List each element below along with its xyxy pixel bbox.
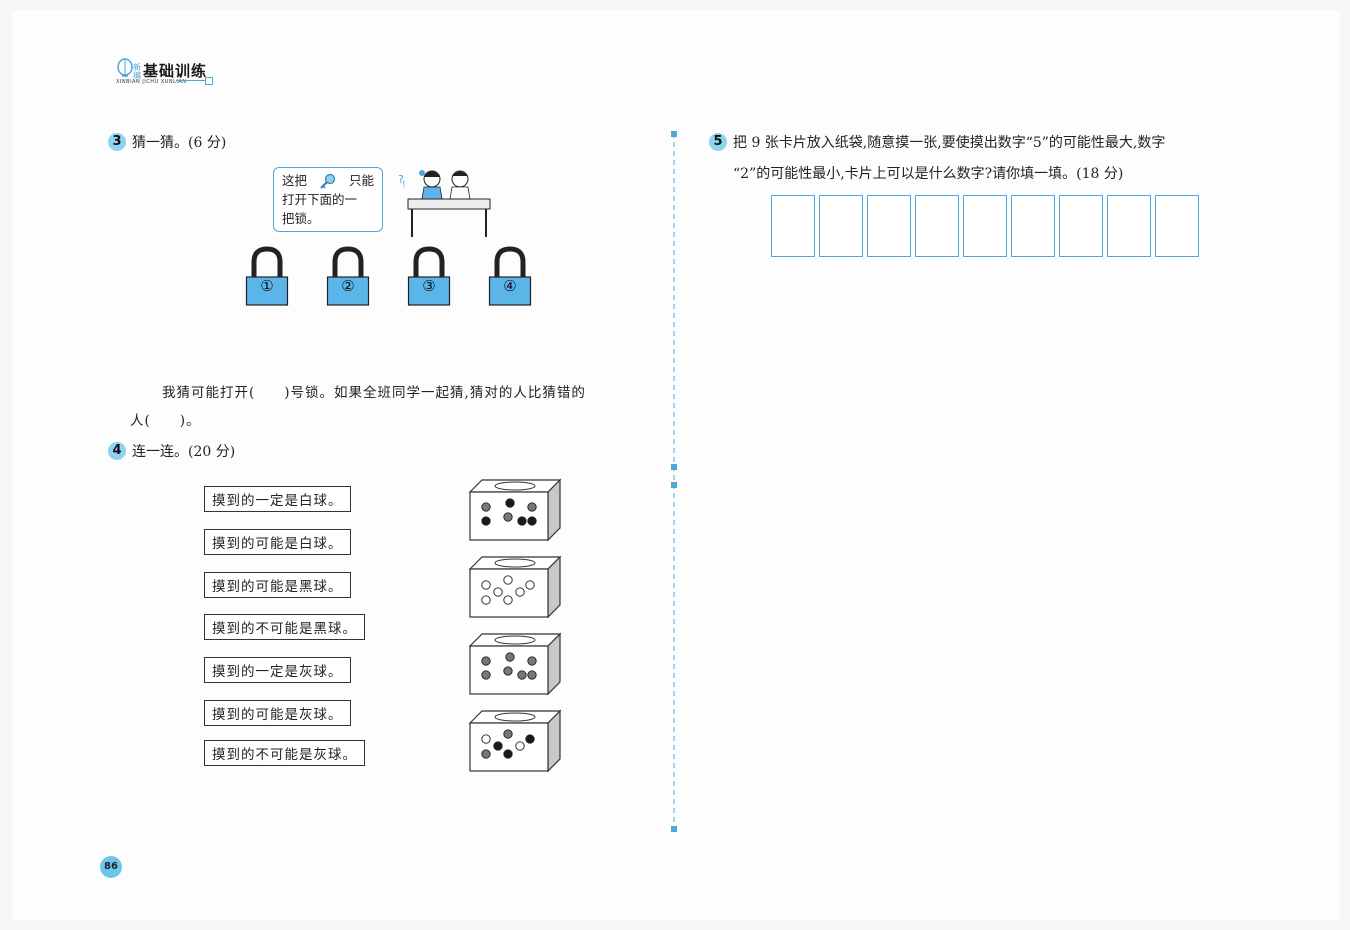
speech-bubble: 这把 只能 打开下面的一 把锁。 xyxy=(273,167,383,232)
bubble-text-4: 把锁。 xyxy=(282,211,320,226)
blank-card-5[interactable] xyxy=(963,195,1007,257)
ball-white xyxy=(503,575,513,585)
bubble-text-1: 这把 xyxy=(282,173,308,188)
ball-gray xyxy=(503,729,513,739)
ball-gray xyxy=(481,656,491,666)
ball-gray xyxy=(503,666,513,676)
lock-number: ② xyxy=(341,277,355,295)
match-label-5[interactable]: 摸到的一定是灰球。 xyxy=(204,657,351,683)
q3-title: 猜一猜。(6 分) xyxy=(132,135,227,151)
padlock-icon xyxy=(488,246,532,306)
box-opening xyxy=(494,481,536,491)
q4-number-badge: 4 xyxy=(108,442,126,460)
ball-white xyxy=(481,580,491,590)
lock-2: ② xyxy=(326,245,370,307)
ball-gray xyxy=(481,670,491,680)
ball-black xyxy=(481,516,491,526)
children-at-desk-illustration: ? ! xyxy=(398,170,491,237)
logo-pinyin: XINBIAN JICHU XUNLIAN xyxy=(116,79,187,85)
q5-number-badge: 5 xyxy=(709,133,727,151)
box-opening xyxy=(494,712,536,722)
blank-card-8[interactable] xyxy=(1107,195,1151,257)
ball-box-2[interactable] xyxy=(466,555,564,619)
ball-white xyxy=(481,734,491,744)
q3-heading: 3 猜一猜。(6 分) xyxy=(108,132,226,152)
lock-number: ① xyxy=(260,277,274,295)
bubble-text-3: 打开下面的一 xyxy=(282,192,358,207)
padlock-icon xyxy=(407,246,451,306)
ball-black xyxy=(493,741,503,751)
blank-card-1[interactable] xyxy=(771,195,815,257)
match-label-7[interactable]: 摸到的不可能是灰球。 xyxy=(204,740,365,766)
match-label-6[interactable]: 摸到的可能是灰球。 xyxy=(204,700,351,726)
page-number: 86 xyxy=(100,856,122,878)
blank-card-7[interactable] xyxy=(1059,195,1103,257)
q3-number-badge: 3 xyxy=(108,133,126,151)
logo-underline xyxy=(176,80,206,81)
padlock-icon xyxy=(245,246,289,306)
match-label-4[interactable]: 摸到的不可能是黑球。 xyxy=(204,614,365,640)
ball-white xyxy=(515,741,525,751)
ball-box-3[interactable] xyxy=(466,632,564,696)
page-divider xyxy=(671,131,677,833)
ball-gray xyxy=(527,656,537,666)
ball-gray xyxy=(481,502,491,512)
match-label-1[interactable]: 摸到的一定是白球。 xyxy=(204,486,351,512)
ball-black xyxy=(525,734,535,744)
lock-3: ③ xyxy=(407,245,451,307)
logo-title: 基础训练 xyxy=(143,62,208,80)
header-logo xyxy=(114,58,144,88)
ball-black xyxy=(527,516,537,526)
balloon-logo-icon xyxy=(117,58,133,77)
ball-white xyxy=(515,587,525,597)
ball-black xyxy=(505,498,515,508)
lock-4: ④ xyxy=(488,245,532,307)
key-icon xyxy=(320,173,336,189)
svg-text:!: ! xyxy=(402,180,406,190)
blank-card-2[interactable] xyxy=(819,195,863,257)
box-opening xyxy=(494,635,536,645)
padlock-icon xyxy=(326,246,370,306)
logo-small-text: 新编 xyxy=(133,63,142,80)
card-row xyxy=(771,195,1199,257)
blank-card-4[interactable] xyxy=(915,195,959,257)
ball-black xyxy=(517,516,527,526)
blank-card-9[interactable] xyxy=(1155,195,1199,257)
ball-gray xyxy=(481,749,491,759)
ball-white xyxy=(525,580,535,590)
match-label-2[interactable]: 摸到的可能是白球。 xyxy=(204,529,351,555)
ball-gray xyxy=(527,502,537,512)
match-label-3[interactable]: 摸到的可能是黑球。 xyxy=(204,572,351,598)
q5-heading: 5 把 9 张卡片放入纸袋,随意摸一张,要使摸出数字“5”的可能性最大,数字 xyxy=(709,132,1165,152)
ball-gray xyxy=(503,512,513,522)
ball-gray xyxy=(517,670,527,680)
ball-white xyxy=(493,587,503,597)
ball-white xyxy=(503,595,513,605)
logo-square xyxy=(205,77,213,85)
ball-box-4[interactable] xyxy=(466,709,564,773)
q5-line-2: “2”的可能性最小,卡片上可以是什么数字?请你填一填。(18 分) xyxy=(733,166,1124,182)
blank-card-3[interactable] xyxy=(867,195,911,257)
q3-answer-line-1: 我猜可能打开( )号锁。如果全班同学一起猜,猜对的人比猜错的 xyxy=(162,385,586,401)
lock-number: ③ xyxy=(422,277,436,295)
q5-line-1: 把 9 张卡片放入纸袋,随意摸一张,要使摸出数字“5”的可能性最大,数字 xyxy=(733,135,1166,151)
lock-number: ④ xyxy=(503,277,517,295)
ball-gray xyxy=(505,652,515,662)
svg-text:?: ? xyxy=(398,173,404,186)
q4-heading: 4 连一连。(20 分) xyxy=(108,441,235,461)
lock-1: ① xyxy=(245,245,289,307)
bubble-text-2: 只能 xyxy=(348,173,374,188)
ball-white xyxy=(481,595,491,605)
q3-answer-line-2: 人( )。 xyxy=(130,413,201,429)
box-front xyxy=(469,645,549,695)
ball-box-1[interactable] xyxy=(466,478,564,542)
q4-title: 连一连。(20 分) xyxy=(132,444,236,460)
box-opening xyxy=(494,558,536,568)
blank-card-6[interactable] xyxy=(1011,195,1055,257)
ball-gray xyxy=(527,670,537,680)
ball-black xyxy=(503,749,513,759)
